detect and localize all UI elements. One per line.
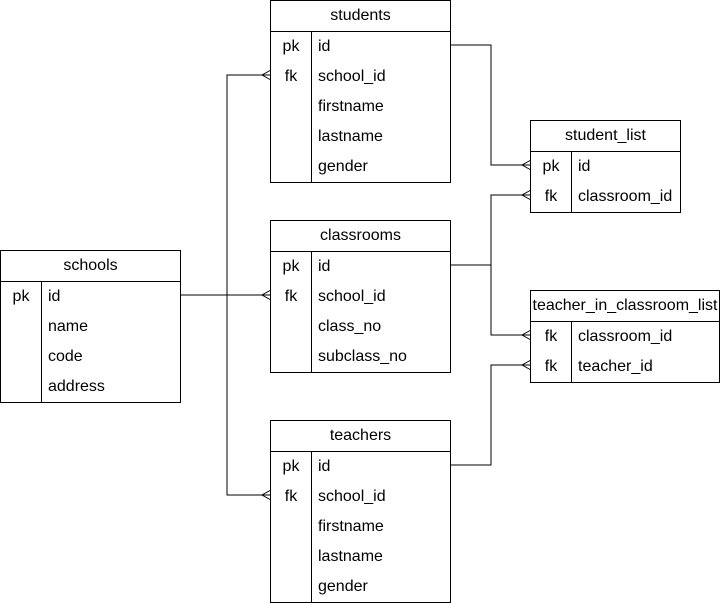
crowsfoot-icon <box>260 289 272 301</box>
table-title: schools <box>1 251 180 282</box>
connector-classrooms-student-list <box>451 194 531 266</box>
column-name: gender <box>318 578 368 595</box>
column-name: id <box>318 38 331 55</box>
crowsfoot-icon <box>520 159 532 171</box>
table-row[interactable]: pk id <box>271 252 450 282</box>
table-row[interactable]: gender <box>271 572 450 602</box>
connector-students-student-list <box>451 44 531 166</box>
table-row[interactable]: class_no <box>271 312 450 342</box>
table-row[interactable]: fk teacher_id <box>531 352 719 382</box>
column-name: class_no <box>318 318 382 335</box>
connector-classrooms-teacher-list <box>490 265 531 336</box>
column-name: id <box>578 158 591 175</box>
connector-teachers-teacher-list <box>451 364 531 466</box>
column-name: school_id <box>318 488 386 505</box>
table-title: students <box>271 1 450 32</box>
key-marker: pk <box>282 458 300 475</box>
table-row[interactable]: fk classroom_id <box>531 182 680 212</box>
column-name: school_id <box>318 68 386 85</box>
table-columns: pk id fk school_id class_no subclass_no <box>271 252 450 372</box>
key-column-divider <box>311 252 312 372</box>
column-name: firstname <box>318 518 384 535</box>
table-teachers[interactable]: teachers pk id fk school_id firstname lastname… <box>270 420 451 603</box>
connector-schools-teachers <box>226 295 271 496</box>
key-marker: fk <box>544 188 558 205</box>
key-marker: fk <box>544 328 558 345</box>
column-name: teacher_id <box>578 358 653 375</box>
table-columns: pk id fk school_id firstname lastname gender <box>271 452 450 602</box>
key-marker: fk <box>284 288 298 305</box>
column-name: address <box>48 378 105 395</box>
table-columns: pk id name code address <box>1 282 180 402</box>
column-name: id <box>318 458 331 475</box>
table-row[interactable]: subclass_no <box>271 342 450 372</box>
crowsfoot-icon <box>520 189 532 201</box>
table-title: teachers <box>271 421 450 452</box>
column-name: firstname <box>318 98 384 115</box>
table-schools[interactable]: schools pk id name code address <box>0 250 181 403</box>
table-title: teacher_in_classroom_list <box>531 291 719 322</box>
key-marker: fk <box>284 68 298 85</box>
column-name: classroom_id <box>578 328 673 345</box>
table-row[interactable]: pk id <box>271 32 450 62</box>
table-row[interactable]: fk school_id <box>271 62 450 92</box>
table-row[interactable]: fk school_id <box>271 282 450 312</box>
key-column-divider <box>41 282 42 402</box>
crowsfoot-icon <box>520 359 532 371</box>
table-row[interactable]: firstname <box>271 92 450 122</box>
key-marker: pk <box>282 258 300 275</box>
key-column-divider <box>571 322 572 382</box>
table-row[interactable]: gender <box>271 152 450 182</box>
column-name: code <box>48 348 83 365</box>
crowsfoot-icon <box>260 69 272 81</box>
table-row[interactable]: firstname <box>271 512 450 542</box>
column-name: subclass_no <box>318 348 407 365</box>
table-row[interactable]: lastname <box>271 542 450 572</box>
column-name: classroom_id <box>578 188 673 205</box>
table-title: student_list <box>531 121 680 152</box>
table-row[interactable]: pk id <box>531 152 680 182</box>
table-columns: pk id fk school_id firstname lastname gender <box>271 32 450 182</box>
key-column-divider <box>571 152 572 212</box>
crowsfoot-icon <box>520 329 532 341</box>
key-marker: pk <box>12 288 30 305</box>
table-row[interactable]: lastname <box>271 122 450 152</box>
table-row[interactable]: fk school_id <box>271 482 450 512</box>
column-name: school_id <box>318 288 386 305</box>
key-marker: pk <box>282 38 300 55</box>
column-name: lastname <box>318 548 383 565</box>
key-column-divider <box>311 452 312 602</box>
table-title: classrooms <box>271 221 450 252</box>
column-name: id <box>48 288 61 305</box>
column-name: id <box>318 258 331 275</box>
connector-schools-students <box>181 74 271 296</box>
key-column-divider <box>311 32 312 182</box>
key-marker: fk <box>284 488 298 505</box>
table-row[interactable]: name <box>1 312 180 342</box>
column-name: gender <box>318 158 368 175</box>
column-name: name <box>48 318 89 335</box>
table-columns: pk id fk classroom_id <box>531 152 680 212</box>
table-students[interactable]: students pk id fk school_id firstname lastname… <box>270 0 451 183</box>
crowsfoot-icon <box>260 489 272 501</box>
table-row[interactable]: pk id <box>1 282 180 312</box>
table-row[interactable]: address <box>1 372 180 402</box>
key-marker: fk <box>544 358 558 375</box>
table-row[interactable]: code <box>1 342 180 372</box>
key-marker: pk <box>542 158 560 175</box>
table-row[interactable]: fk classroom_id <box>531 322 719 352</box>
column-name: lastname <box>318 128 383 145</box>
table-row[interactable]: pk id <box>271 452 450 482</box>
